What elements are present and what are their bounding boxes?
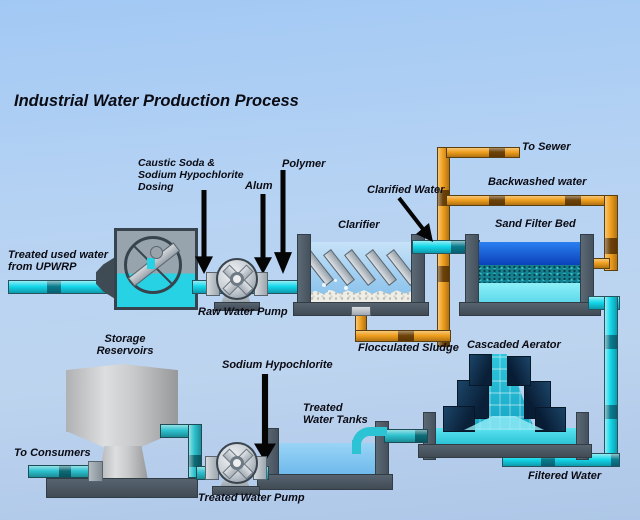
pipe-backwash-horizontal: [446, 195, 618, 206]
label-to-consumers: To Consumers: [14, 447, 91, 459]
filter-wall-left: [465, 234, 479, 310]
label-cascaded-aerator: Cascaded Aerator: [467, 339, 561, 351]
aerator-step: [469, 354, 492, 386]
clarifier-wall-left: [297, 234, 311, 310]
label-clarified-water: Clarified Water: [367, 184, 445, 196]
diagram-title: Industrial Water Production Process: [14, 92, 299, 110]
treated-pump-plinth: [212, 486, 260, 495]
pipe-filtered-vertical: [604, 296, 618, 463]
pipe-sludge-horizontal: [355, 330, 451, 342]
bubble: [344, 286, 348, 290]
aerator-basin-water: [432, 428, 578, 447]
label-flocculated-sludge: Flocculated Sludge: [358, 342, 459, 354]
raw-pump-plinth: [214, 302, 260, 311]
label-sand-filter-bed: Sand Filter Bed: [495, 218, 576, 230]
clarifier-sludge: [309, 290, 411, 303]
pump-hub: [230, 272, 244, 286]
label-alum: Alum: [245, 180, 273, 192]
bubble: [334, 279, 337, 282]
drum-knob: [150, 246, 163, 259]
pipe-to-consumers: [28, 465, 94, 478]
filter-water-layer: [477, 242, 580, 266]
label-to-sewer: To Sewer: [522, 141, 571, 153]
pipe-inlet-upwrp: [8, 280, 110, 294]
pipe-to-sewer-horizontal: [446, 147, 520, 158]
aerator-step: [535, 407, 566, 432]
label-clarifier: Clarifier: [338, 219, 380, 231]
label-caustic-dosing: Caustic Soda & Sodium Hypochlorite Dosin…: [138, 157, 244, 193]
aerator-step: [507, 356, 531, 386]
drum-screen-wheel: [124, 236, 182, 294]
clarified-water-arrow: [397, 196, 433, 242]
reservoir-taper: [66, 431, 178, 447]
dosing-arrow-polymer: [274, 170, 292, 274]
drum-screen-tank: [114, 228, 198, 310]
reservoir-base-slab: [46, 478, 198, 498]
dosing-arrow-hypochlorite: [254, 374, 276, 462]
clarifier-outlet-cap: [351, 306, 371, 316]
label-treated-used-water: Treated used water from UPWRP: [8, 249, 109, 274]
label-sodium-hypochlorite: Sodium Hypochlorite: [222, 359, 333, 371]
filter-base: [459, 302, 601, 316]
treated-tank-base: [257, 474, 393, 490]
label-polymer: Polymer: [282, 158, 326, 170]
tank-inflow-fall: [352, 440, 361, 449]
dosing-arrow-alum: [254, 194, 272, 274]
label-raw-water-pump: Raw Water Pump: [198, 306, 288, 318]
filter-sand-layer: [477, 265, 580, 284]
raw-water-pump: [216, 258, 258, 300]
label-filtered-water: Filtered Water: [528, 470, 602, 482]
reservoir-body: [66, 364, 178, 432]
drum-water-patch: [147, 258, 155, 269]
consumer-pipe-flange: [88, 461, 103, 482]
pipe-reservoir-riser: [188, 424, 202, 478]
label-storage-reservoirs: Storage Reservoirs: [96, 333, 154, 358]
treated-water-pump: [216, 442, 258, 484]
reservoir-pedestal: [98, 446, 148, 480]
bubble: [322, 283, 326, 287]
pipe-aerator-to-tank: [384, 429, 428, 443]
label-treated-water-tanks: Treated Water Tanks: [303, 402, 368, 427]
filter-filtered-layer: [477, 283, 580, 303]
aerator-basin-base: [418, 444, 592, 458]
label-treated-water-pump: Treated Water Pump: [198, 492, 305, 504]
label-backwashed-water: Backwashed water: [488, 176, 587, 188]
pump-hub: [230, 456, 244, 470]
pipe-backwash-vertical: [604, 195, 618, 271]
